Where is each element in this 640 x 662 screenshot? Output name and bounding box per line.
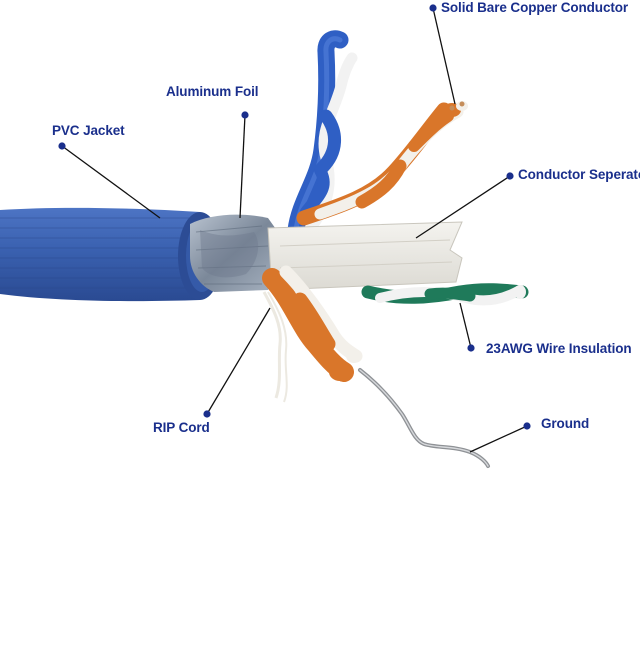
ground-wire-shape [358, 368, 490, 468]
leader-rip-cord [206, 307, 271, 415]
orange-twisted-pair-upper [296, 101, 468, 226]
label-aluminum-foil: Aluminum Foil [166, 84, 259, 99]
rip-cord-shape [262, 291, 288, 403]
green-twisted-pair [361, 283, 529, 306]
conductor-separator-shape [267, 221, 463, 291]
leader-lines [61, 7, 528, 453]
label-23awg-wire-insulation: 23AWG Wire Insulation [486, 341, 632, 356]
callout-dot-aluminum-foil [241, 111, 249, 119]
leader-conductor-separator [415, 175, 511, 239]
leader-aluminum-foil [239, 114, 246, 219]
label-rip-cord: RIP Cord [153, 420, 210, 435]
leader-copper-conductor [432, 7, 456, 105]
callout-dot-copper-conductor [429, 4, 437, 12]
orange-twisted-pair-lower [262, 265, 363, 382]
callout-dots [58, 4, 531, 430]
label-pvc-jacket: PVC Jacket [52, 123, 125, 138]
callout-dot-ground [523, 422, 531, 430]
leader-pvc-jacket [61, 145, 161, 219]
callout-dot-conductor-separator [506, 172, 514, 180]
callout-dot-pvc-jacket [58, 142, 66, 150]
label-ground: Ground [541, 416, 590, 431]
leader-ground [469, 425, 528, 453]
callout-dot-wire-insulation [467, 344, 475, 352]
pvc-jacket-shape [0, 207, 222, 302]
label-solid-bare-copper-conductor: Solid Bare Copper Conductor [441, 0, 629, 15]
blue-twisted-pair [287, 30, 358, 239]
leader-wire-insulation [459, 302, 472, 349]
aluminum-foil-shape [190, 214, 278, 292]
label-conductor-separator: Conductor Seperator [518, 167, 640, 182]
callout-dot-rip-cord [203, 410, 211, 418]
